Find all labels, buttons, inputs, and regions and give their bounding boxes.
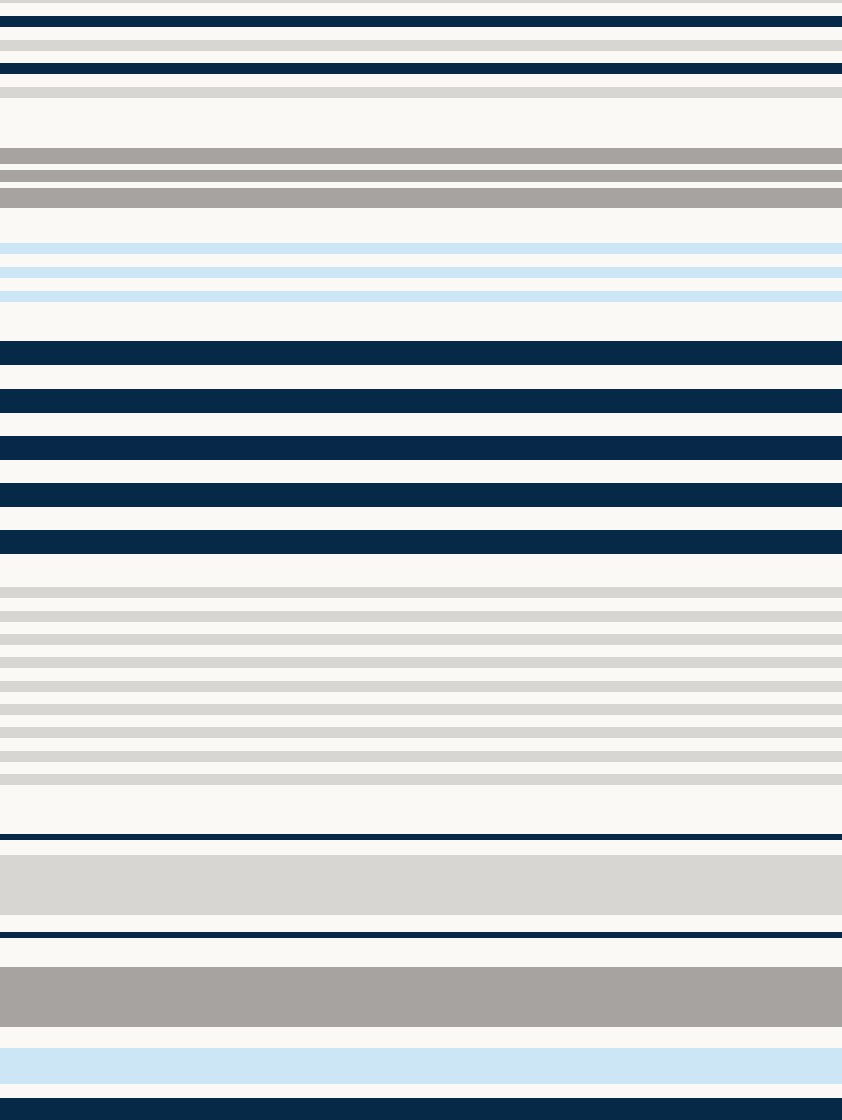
light-gray-stripe [0,681,842,692]
light-gray-stripe [0,751,842,762]
light-blue-stripe [0,1048,842,1084]
medium-gray-stripe [0,967,842,1027]
navy-stripe [0,16,842,27]
light-gray-stripe [0,611,842,622]
navy-stripe [0,932,842,938]
navy-stripe [0,1098,842,1120]
light-gray-stripe [0,634,842,645]
light-gray-stripe [0,0,842,3]
navy-stripe [0,530,842,554]
light-gray-stripe [0,587,842,598]
light-gray-stripe [0,87,842,98]
navy-stripe [0,63,842,74]
light-gray-stripe [0,727,842,738]
light-gray-stripe [0,657,842,668]
navy-stripe [0,483,842,507]
light-gray-stripe [0,40,842,51]
navy-stripe [0,834,842,840]
light-gray-stripe [0,704,842,715]
light-blue-stripe [0,243,842,254]
light-blue-stripe [0,291,842,302]
medium-gray-stripe [0,188,842,208]
light-gray-stripe [0,774,842,785]
medium-gray-stripe [0,148,842,164]
light-gray-stripe [0,855,842,915]
navy-stripe [0,389,842,413]
medium-gray-stripe [0,170,842,182]
navy-stripe [0,341,842,365]
light-blue-stripe [0,267,842,278]
navy-stripe [0,436,842,460]
